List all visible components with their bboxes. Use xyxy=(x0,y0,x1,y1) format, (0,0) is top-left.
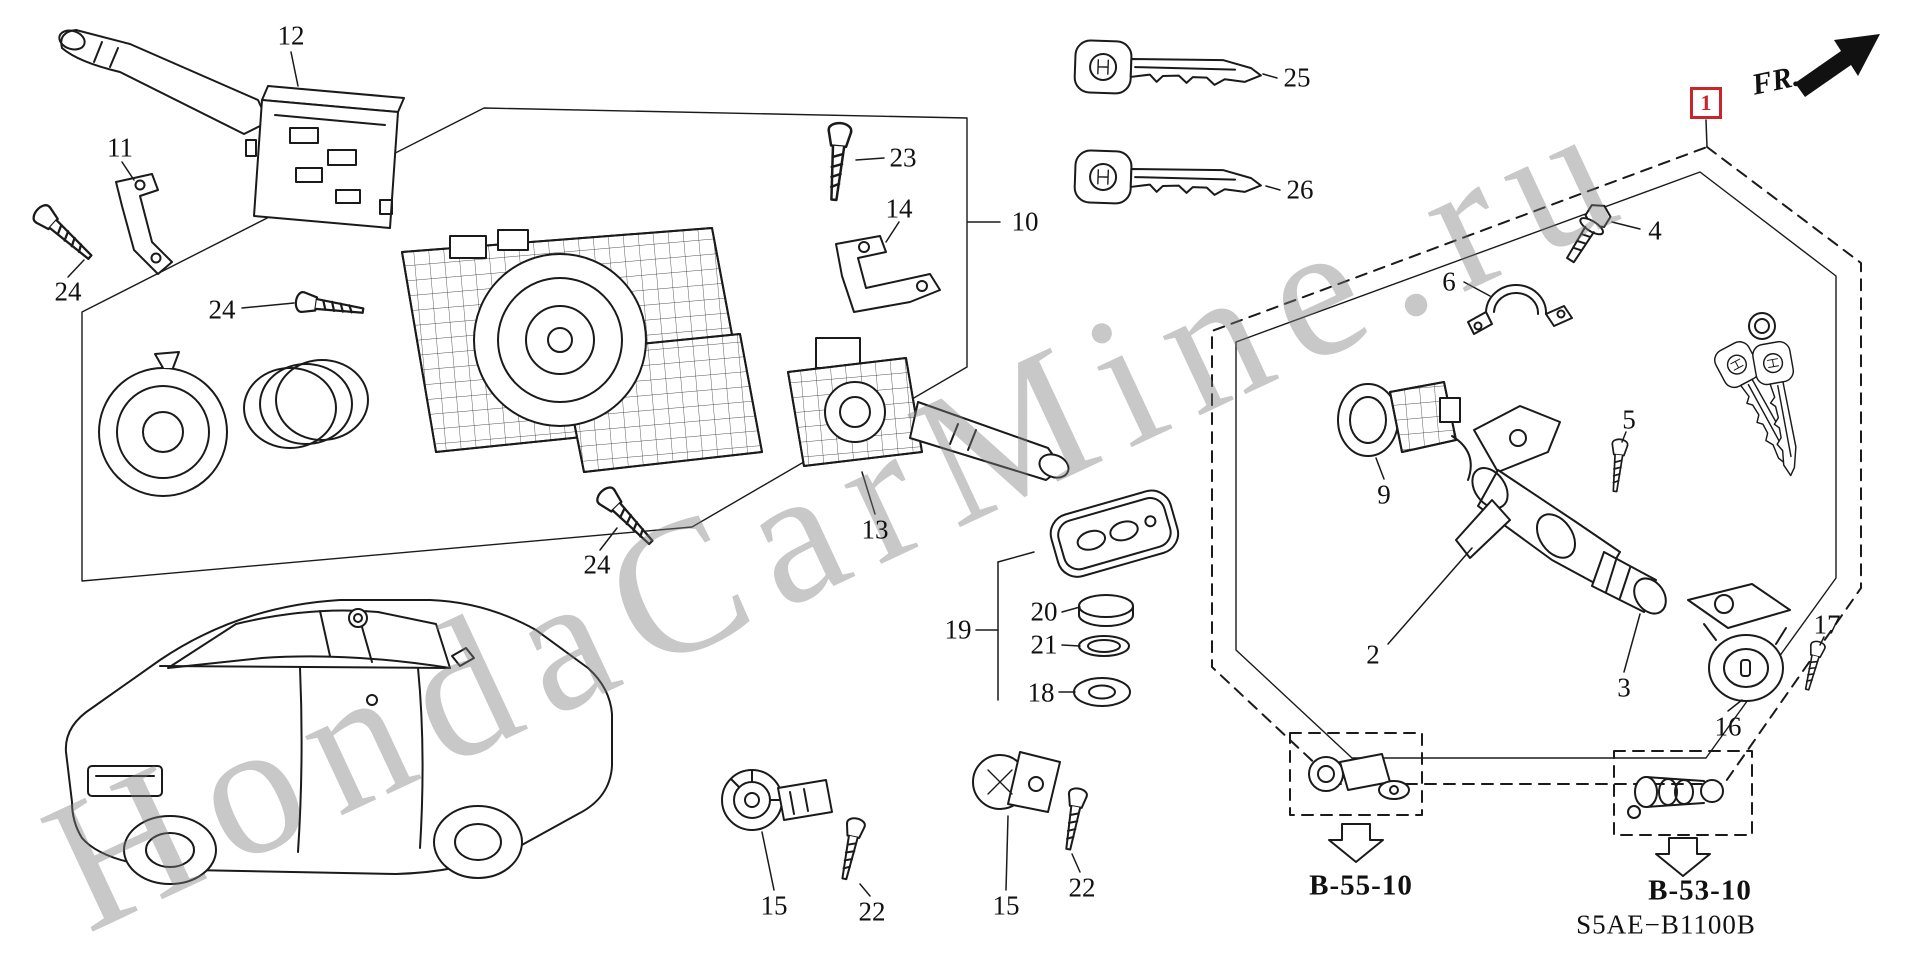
reference-link-B-55-10[interactable]: B-55-10 xyxy=(1309,869,1413,902)
ignition-switch-15-b xyxy=(972,751,1061,813)
steering-lock-2-3 xyxy=(1455,405,1667,615)
part-callout-5: 5 xyxy=(1622,404,1636,435)
part-callout-18: 18 xyxy=(1027,677,1055,708)
part-callout-22: 22 xyxy=(1068,872,1096,903)
part-callout-11: 11 xyxy=(107,132,133,163)
screw-22-b xyxy=(1058,786,1089,852)
part-callout-12: 12 xyxy=(277,20,305,51)
part-callout-25: 25 xyxy=(1283,62,1311,93)
stalk-switch-12 xyxy=(58,29,405,229)
key-25 xyxy=(1073,39,1263,100)
screw-24-b xyxy=(293,290,366,322)
part-callout-26: 26 xyxy=(1286,174,1314,205)
part-callout-20: 20 xyxy=(1030,596,1058,627)
part-callout-15: 15 xyxy=(992,890,1020,921)
key-cylinder-16 xyxy=(1687,583,1791,702)
combination-switch-10 xyxy=(98,227,763,497)
key-cylinder-kit-group-1 xyxy=(1211,146,1862,785)
part-callout-23: 23 xyxy=(889,142,917,173)
fr-arrow-icon xyxy=(1795,34,1880,97)
screw-24-a xyxy=(29,200,98,266)
down-arrow-icon xyxy=(1655,837,1711,877)
part-callout-4: 4 xyxy=(1648,215,1662,246)
highlighted-group-callout[interactable]: 1 xyxy=(1690,87,1722,119)
grommet-18 xyxy=(1073,677,1131,707)
part-callout-19: 19 xyxy=(944,614,972,645)
sub-part-box-b5510 xyxy=(1289,732,1423,863)
part-callout-2: 2 xyxy=(1366,639,1380,670)
part-callout-21: 21 xyxy=(1030,629,1058,660)
screw-24-c xyxy=(593,483,660,551)
part-callout-14: 14 xyxy=(885,193,913,224)
turn-signal-switch-13 xyxy=(787,337,1070,481)
part-callout-9: 9 xyxy=(1377,479,1391,510)
immobilizer-coil-9 xyxy=(1337,381,1472,481)
diagram-code: S5AE−B1100B xyxy=(1576,909,1756,940)
part-callout-24: 24 xyxy=(54,276,82,307)
part-callout-24: 24 xyxy=(583,549,611,580)
part-callout-6: 6 xyxy=(1442,266,1456,297)
part-callout-22: 22 xyxy=(858,896,886,927)
gasket-21 xyxy=(1078,635,1130,657)
part-callout-10: 10 xyxy=(1011,206,1039,237)
car-outline xyxy=(64,599,613,885)
down-arrow-icon xyxy=(1328,823,1384,863)
key-set xyxy=(1710,312,1812,480)
part-callout-3: 3 xyxy=(1617,672,1631,703)
bracket-11 xyxy=(115,173,173,275)
sub-part-box-b5310 xyxy=(1613,750,1753,877)
part-callout-24: 24 xyxy=(208,294,236,325)
screw-5 xyxy=(1606,437,1629,493)
part-callout-13: 13 xyxy=(861,514,889,545)
part-callout-17: 17 xyxy=(1813,609,1841,640)
switch-group-outline xyxy=(81,107,968,582)
screw-17 xyxy=(1799,639,1827,693)
key-26 xyxy=(1073,149,1263,210)
part-callout-15: 15 xyxy=(760,890,788,921)
keyless-remote-19 xyxy=(1049,489,1180,578)
part-callout-16: 16 xyxy=(1714,711,1742,742)
bracket-14 xyxy=(835,235,941,313)
ignition-switch-15-a xyxy=(721,769,833,831)
reference-link-B-53-10[interactable]: B-53-10 xyxy=(1648,874,1752,907)
screw-22-a xyxy=(834,815,867,882)
screw-23 xyxy=(821,120,854,202)
battery-20 xyxy=(1078,594,1134,627)
clamp-6 xyxy=(1467,284,1573,335)
bolt-4 xyxy=(1566,204,1612,264)
leader-lines xyxy=(67,51,1825,897)
